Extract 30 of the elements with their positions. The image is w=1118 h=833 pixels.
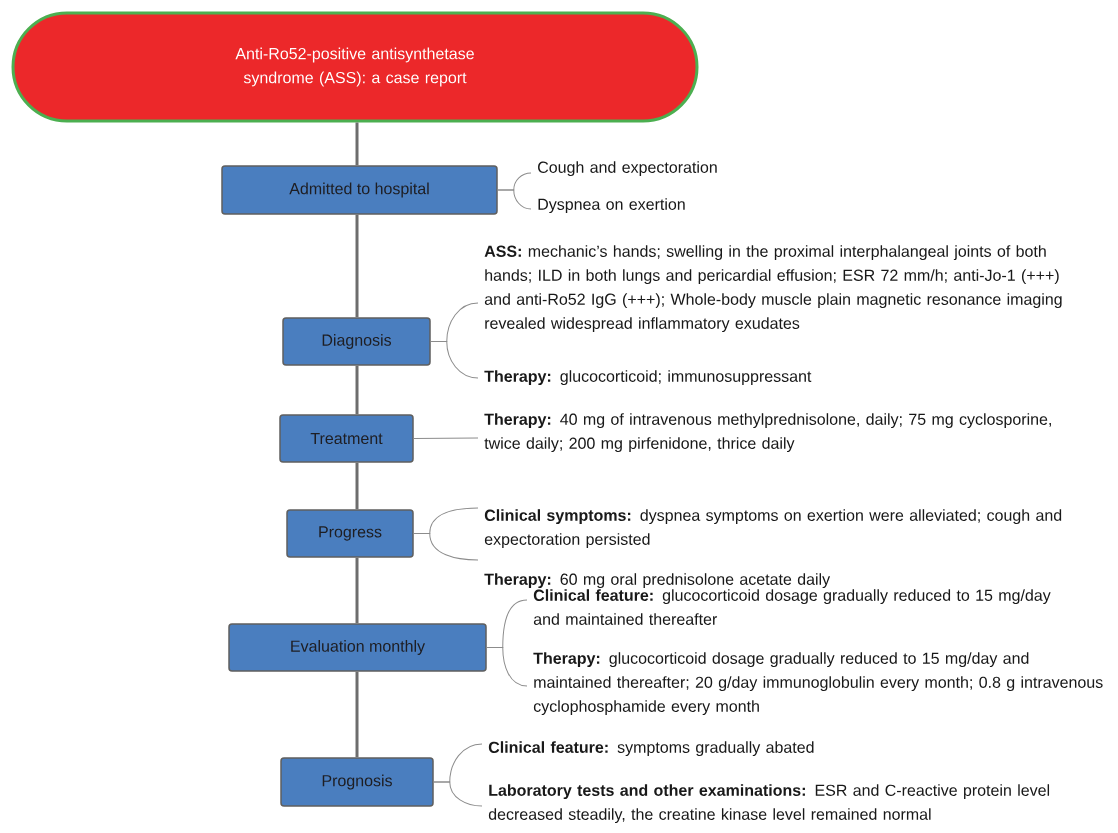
connector-line xyxy=(355,122,359,166)
detail-text: Dyspnea on exertion xyxy=(538,198,685,214)
brace-line xyxy=(486,647,528,687)
stage-box: Progress xyxy=(286,509,414,558)
brace-line xyxy=(413,533,479,561)
detail-text: Therapy: 40 mg of intravenous methylprednisolone, daily; 75 mg cyclosporine, twice daily; 200 mg pirfenidone, thrice daily xyxy=(484,413,1051,453)
brace-line xyxy=(413,437,479,439)
connector-line xyxy=(355,214,359,318)
stage-box: Admitted to hospital xyxy=(221,165,498,215)
detail-text: Therapy: glucocorticoid dosage gradually reduced to 15 mg/day and maintained thereafter; 20 g/day immunoglobulin every month; 0.8 g intravenous cyclophosphamide every month xyxy=(533,652,1103,716)
connector-line xyxy=(355,365,359,415)
brace-line xyxy=(430,341,479,379)
stage-box: Prognosis xyxy=(280,757,434,807)
connector-line xyxy=(355,671,359,758)
detail-text: Laboratory tests and other examinations: ESR and C-reactive protein level decreased steadily, the creatine kinase level remained normal xyxy=(488,784,1050,824)
detail-text: ASS: mechanic’s hands; swelling in the proximal interphalangeal joints of both hands; ILD in both lungs and pericardial effusion; ESR 72 mm/h; anti-Jo-1 (+++) and anti-Ro52 IgG (+++); Whole-body muscle plain magnetic resonance imaging revealed widespread inflammatory exudates xyxy=(484,245,1062,333)
brace-line xyxy=(433,781,483,807)
stage-box: Diagnosis xyxy=(282,317,431,366)
stage-box: Evaluation monthly xyxy=(228,623,487,672)
detail-text: Therapy: 60 mg oral prednisolone acetate daily xyxy=(484,573,831,589)
connector-line xyxy=(355,462,359,510)
detail-text: Clinical symptoms: dyspnea symptoms on exertion were alleviated; cough and expectoration persisted xyxy=(484,509,1062,549)
detail-text: Clinical feature: symptoms gradually abated xyxy=(488,741,814,757)
brace-line xyxy=(497,189,532,210)
detail-text: Clinical feature: glucocorticoid dosage gradually reduced to 15 mg/day and maintained thereafter xyxy=(533,589,1051,625)
connector-line xyxy=(355,557,359,624)
detail-text: Cough and expectoration xyxy=(538,161,717,177)
detail-text: Therapy: glucocorticoid; immunosuppressant xyxy=(484,370,812,386)
title-banner: Anti-Ro52-positive antisynthetase syndrome (ASS): a case report xyxy=(11,11,699,123)
stage-box: Treatment xyxy=(279,414,414,463)
